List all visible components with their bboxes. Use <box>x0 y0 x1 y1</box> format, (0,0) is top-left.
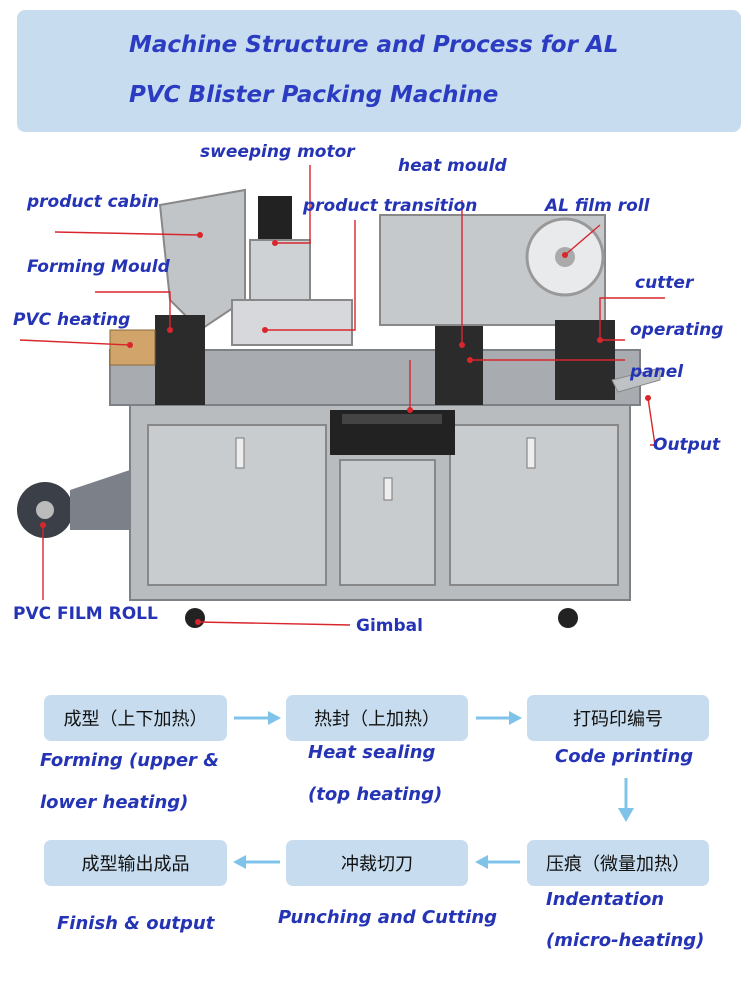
label-al-film-roll: AL film roll <box>545 196 650 216</box>
caption-indentation-1: Indentation <box>546 889 665 910</box>
output-chute <box>611 367 661 393</box>
control-panel-display <box>342 414 442 424</box>
label-product-cabin: product cabin <box>27 192 160 212</box>
title-banner: Machine Structure and Process for AL PVC… <box>17 10 741 132</box>
machine-illustration <box>17 188 661 628</box>
caption-indentation-2: (micro-heating) <box>546 930 705 951</box>
caption-heat-sealing-1: Heat sealing <box>308 742 436 763</box>
door-handle-middle <box>383 477 393 501</box>
label-pvc-film-roll: PVC FILM ROLL <box>13 604 158 624</box>
label-operating: operating <box>630 320 724 340</box>
step-finish-box: 成型输出成品 <box>44 840 227 886</box>
label-product-transition: product transition <box>303 196 478 216</box>
caption-forming-1: Forming (upper & <box>40 750 219 771</box>
label-heat-mould: heat mould <box>398 156 507 176</box>
forming-station <box>155 315 205 405</box>
product-cabin-hopper <box>158 188 246 332</box>
label-pvc-heating: PVC heating <box>13 310 131 330</box>
step-code-printing-box: 打码印编号 <box>527 695 709 741</box>
pvc-film-roll-hub <box>36 501 54 519</box>
title-line-2: PVC Blister Packing Machine <box>129 82 499 108</box>
label-forming-mould: Forming Mould <box>27 257 170 277</box>
wheel-right <box>558 608 578 628</box>
step-forming-box: 成型（上下加热） <box>44 695 227 741</box>
door-handle-right <box>526 437 536 469</box>
title-line-1: Machine Structure and Process for AL <box>129 32 619 58</box>
step-heat-sealing-box: 热封（上加热） <box>286 695 468 741</box>
caption-punching: Punching and Cutting <box>278 907 498 928</box>
label-sweeping-motor: sweeping motor <box>200 142 355 162</box>
caption-heat-sealing-2: (top heating) <box>308 784 443 805</box>
label-output: Output <box>653 435 721 455</box>
step-indentation-box: 压痕（微量加热） <box>527 840 709 886</box>
caption-code-printing: Code printing <box>555 746 694 767</box>
leader-lines <box>19 165 665 626</box>
label-gimbal: Gimbal <box>356 616 423 636</box>
label-panel: panel <box>630 362 684 382</box>
caption-finish: Finish & output <box>57 913 215 934</box>
sweeping-motor-body <box>258 196 292 241</box>
door-handle-left <box>235 437 245 469</box>
pvc-heating-plate <box>109 329 156 366</box>
step-punching-box: 冲裁切刀 <box>286 840 468 886</box>
caption-forming-2: lower heating) <box>40 792 189 813</box>
pvc-film-web <box>70 470 130 530</box>
label-cutter: cutter <box>635 273 694 293</box>
product-transition-box <box>231 299 353 346</box>
